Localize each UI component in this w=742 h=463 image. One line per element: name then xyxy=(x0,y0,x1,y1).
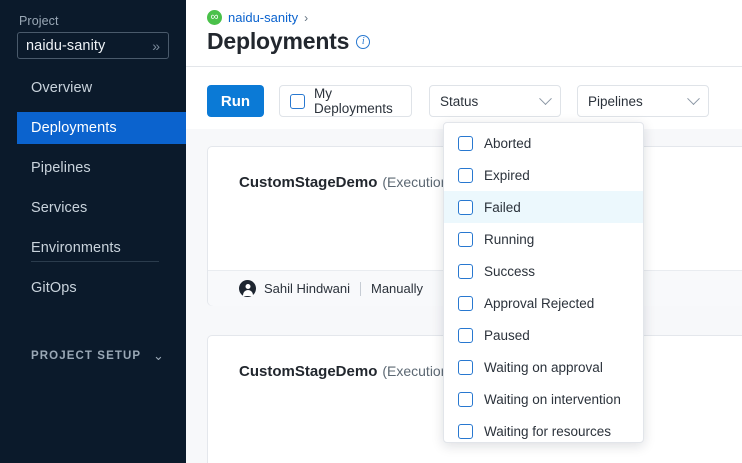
run-button[interactable]: Run xyxy=(207,85,264,117)
deployment-card-title: CustomStageDemo (Execution Id xyxy=(239,174,464,191)
sidebar-item-pipelines[interactable]: Pipelines xyxy=(0,152,186,184)
status-option-label: Success xyxy=(484,263,536,279)
status-option-expired[interactable]: Expired xyxy=(444,159,643,191)
status-option-paused[interactable]: Paused xyxy=(444,319,643,351)
status-dropdown-menu[interactable]: Aborted Expired Failed Running Success A… xyxy=(443,122,644,443)
sidebar-item-services[interactable]: Services xyxy=(0,192,186,224)
status-option-waiting-for-resources[interactable]: Waiting for resources xyxy=(444,415,643,447)
status-option-label: Paused xyxy=(484,327,530,343)
breadcrumb-link-project[interactable]: naidu-sanity xyxy=(228,10,299,25)
deployment-card-title: CustomStageDemo (Execution Id xyxy=(239,363,464,380)
status-filter-dropdown-trigger[interactable]: Status xyxy=(429,85,561,117)
status-filter-label: Status xyxy=(440,93,479,109)
status-option-label: Failed xyxy=(484,199,521,215)
checkbox-icon[interactable] xyxy=(458,423,473,439)
checkbox-icon[interactable] xyxy=(290,93,305,109)
status-option-failed[interactable]: Failed xyxy=(444,191,643,223)
sidebar-item-label: Pipelines xyxy=(31,160,91,176)
checkbox-icon[interactable] xyxy=(458,167,473,183)
pipelines-filter-label: Pipelines xyxy=(588,93,643,109)
executed-by-label: Sahil Hindwani xyxy=(264,281,350,296)
breadcrumb-separator-icon: › xyxy=(304,10,309,25)
sidebar-item-overview[interactable]: Overview xyxy=(0,72,186,104)
page-title: Deployments xyxy=(207,28,350,54)
infinity-icon: ∞ xyxy=(207,10,222,25)
project-label: Project xyxy=(19,14,59,28)
status-option-label: Waiting on intervention xyxy=(484,391,621,407)
chevron-down-icon: ⌄ xyxy=(153,348,165,363)
sidebar-item-label: Services xyxy=(31,200,88,216)
sidebar-item-label: Deployments xyxy=(31,120,117,136)
pipeline-name: CustomStageDemo xyxy=(239,363,378,380)
status-option-aborted[interactable]: Aborted xyxy=(444,127,643,159)
sidebar-item-label: Overview xyxy=(31,80,93,96)
my-deployments-label: My Deployments xyxy=(314,86,393,116)
info-icon[interactable]: i xyxy=(356,34,371,49)
status-option-success[interactable]: Success xyxy=(444,255,643,287)
project-selector-value: naidu-sanity xyxy=(26,37,106,54)
avatar xyxy=(239,280,256,297)
checkbox-icon[interactable] xyxy=(458,263,473,279)
sidebar-divider xyxy=(31,261,159,262)
project-setup-section[interactable]: PROJECT SETUP ⌄ xyxy=(31,348,165,364)
status-option-label: Running xyxy=(484,231,535,247)
sidebar-item-gitops[interactable]: GitOps xyxy=(0,272,186,304)
status-option-label: Waiting for resources xyxy=(484,423,612,439)
sidebar-item-label: Environments xyxy=(31,240,121,256)
checkbox-icon[interactable] xyxy=(458,135,473,151)
status-option-running[interactable]: Running xyxy=(444,223,643,255)
breadcrumb: ∞ naidu-sanity › xyxy=(207,10,308,25)
checkbox-icon[interactable] xyxy=(458,391,473,407)
sidebar-item-environments[interactable]: Environments xyxy=(0,232,186,264)
trigger-type-label: Manually xyxy=(371,281,424,296)
sidebar: Project naidu-sanity » Overview Deployme… xyxy=(0,0,186,463)
checkbox-icon[interactable] xyxy=(458,231,473,247)
toolbar: Run My Deployments Status Pipelines xyxy=(186,67,742,129)
sidebar-nav: Overview Deployments Pipelines Services … xyxy=(0,72,186,312)
checkbox-icon[interactable] xyxy=(458,359,473,375)
sidebar-item-label: GitOps xyxy=(31,280,77,296)
status-option-label: Aborted xyxy=(484,135,532,151)
page-title-row: Deployments i xyxy=(207,28,371,55)
project-selector[interactable]: naidu-sanity » xyxy=(17,32,169,59)
status-option-approval-rejected[interactable]: Approval Rejected xyxy=(444,287,643,319)
pipeline-name: CustomStageDemo xyxy=(239,174,378,191)
checkbox-icon[interactable] xyxy=(458,199,473,215)
status-option-waiting-on-intervention[interactable]: Waiting on intervention xyxy=(444,383,643,415)
chevron-double-right-icon: » xyxy=(152,37,160,54)
chevron-down-icon xyxy=(687,91,700,105)
footer-divider xyxy=(360,281,361,296)
status-option-waiting-on-approval[interactable]: Waiting on approval xyxy=(444,351,643,383)
my-deployments-filter[interactable]: My Deployments xyxy=(279,85,412,117)
pipelines-filter-dropdown-trigger[interactable]: Pipelines xyxy=(577,85,709,117)
status-option-label: Expired xyxy=(484,167,530,183)
checkbox-icon[interactable] xyxy=(458,327,473,343)
checkbox-icon[interactable] xyxy=(458,295,473,311)
chevron-down-icon xyxy=(539,91,552,105)
status-option-label: Waiting on approval xyxy=(484,359,603,375)
page-header: ∞ naidu-sanity › Deployments i xyxy=(186,0,742,67)
status-option-label: Approval Rejected xyxy=(484,295,595,311)
sidebar-item-deployments[interactable]: Deployments xyxy=(17,112,186,144)
project-setup-label: PROJECT SETUP xyxy=(31,350,142,362)
